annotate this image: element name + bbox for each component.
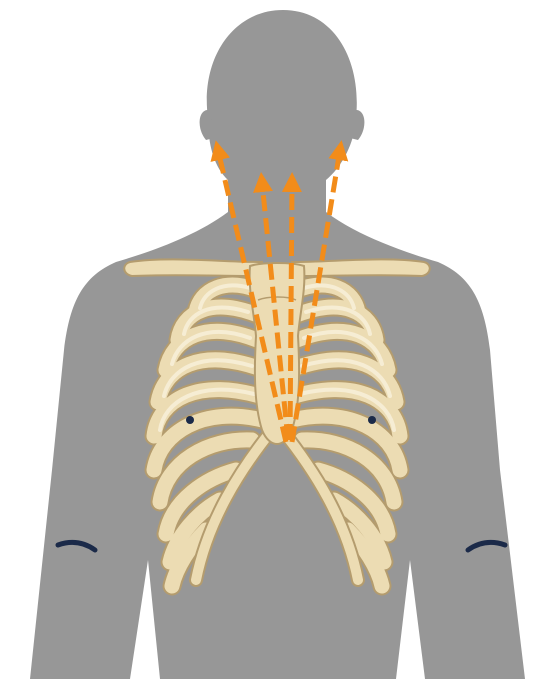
foramen-left: [186, 416, 194, 424]
clavicle-right: [292, 259, 430, 276]
foramen-right: [368, 416, 376, 424]
dashed-up-arrow-icon: [290, 182, 292, 440]
clavicle-left: [124, 259, 262, 276]
